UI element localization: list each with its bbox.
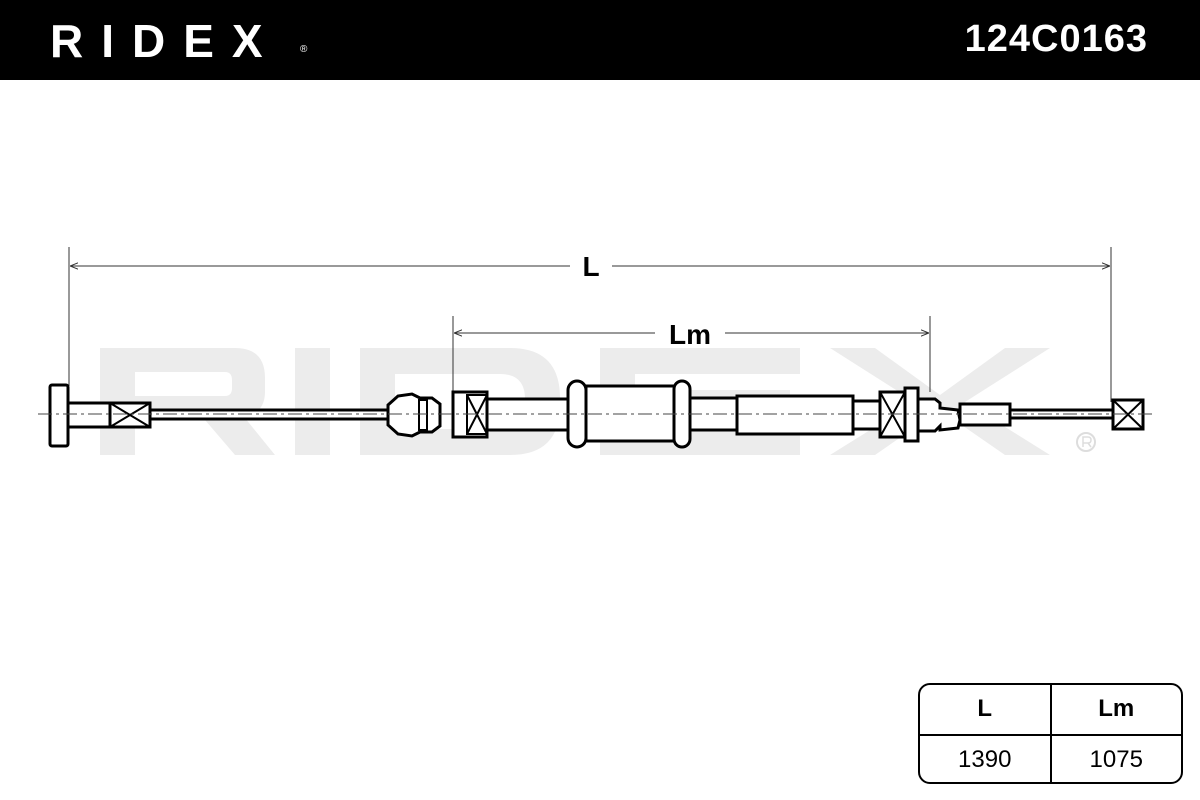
brand-logo: RIDEX	[50, 15, 281, 67]
spec-table-row: 1390 1075	[920, 733, 1182, 782]
part-number: 124C0163	[964, 18, 1148, 60]
dimension-l-label: L	[582, 251, 599, 282]
registered-mark: ®	[300, 44, 308, 55]
dimension-lm	[452, 316, 931, 392]
header-lm: Lm	[1049, 685, 1182, 734]
header-bar: RIDEX ® 124C0163	[0, 0, 1200, 80]
cable-drawing: L Lm	[38, 247, 1155, 455]
value-l: 1390	[958, 745, 1012, 773]
spec-table-header: L Lm	[920, 685, 1181, 734]
header-l: L	[977, 695, 993, 723]
spec-table: L Lm 1390 1075	[918, 683, 1183, 784]
dimension-l	[68, 247, 1112, 402]
watermark-registered-icon	[1076, 432, 1096, 452]
dimension-lm-label: Lm	[669, 319, 711, 350]
value-lm: 1075	[1049, 735, 1182, 782]
